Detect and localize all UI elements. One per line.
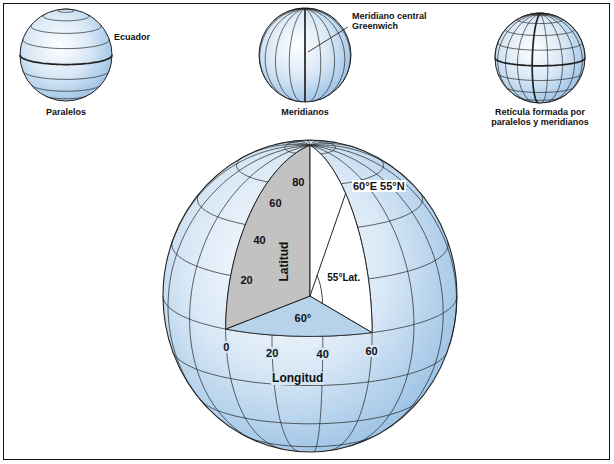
meridian-label: Meridiano central Greenwich xyxy=(352,12,444,32)
globe-outline xyxy=(259,8,351,102)
parallel-line xyxy=(498,43,583,51)
equator-line xyxy=(495,58,585,66)
latitude-number: 60 xyxy=(268,197,282,209)
globe-body xyxy=(20,9,112,101)
longitude-number: 20 xyxy=(265,347,279,359)
meridian-line xyxy=(168,145,310,408)
meridian-line xyxy=(540,14,548,103)
globe-body xyxy=(259,8,351,102)
meridian-line xyxy=(540,14,585,58)
leader-line xyxy=(308,27,348,52)
meridian-line xyxy=(310,145,414,446)
meridian-line xyxy=(540,14,563,103)
meridian-line xyxy=(289,9,305,102)
latitude-plane xyxy=(226,145,310,329)
meridian-line xyxy=(506,14,541,102)
meridian-line xyxy=(518,14,541,103)
longitude-number: 40 xyxy=(316,348,330,360)
meridian-line xyxy=(305,9,350,89)
parallel-line xyxy=(200,400,419,424)
angle-arc xyxy=(317,276,322,304)
parallel-line xyxy=(498,74,582,81)
longitude-number: 0 xyxy=(222,341,230,353)
meridian-line xyxy=(275,9,305,102)
parallel-line xyxy=(23,39,109,49)
meridian-plane xyxy=(310,145,372,332)
globe-outline xyxy=(495,13,585,103)
meridian-line xyxy=(310,145,443,430)
latitude-number: 40 xyxy=(253,234,267,246)
axis-label: Latitud xyxy=(278,240,291,282)
latitude-number: 20 xyxy=(240,274,254,286)
central-meridian xyxy=(304,9,306,102)
longitude-number: 60 xyxy=(365,345,379,357)
parallel-line xyxy=(23,71,109,79)
axis-label: Longitud xyxy=(271,372,324,385)
parallel-line xyxy=(43,14,89,20)
globe-body xyxy=(495,13,585,103)
central-meridian xyxy=(532,14,540,103)
parallel-line xyxy=(32,85,101,91)
parallel-line xyxy=(506,88,574,93)
globe-body xyxy=(163,140,457,452)
globe-outline xyxy=(163,140,457,452)
latitude-number: 80 xyxy=(291,176,305,188)
point-label: 60°E 55°N xyxy=(352,180,406,192)
globe-caption: Retícula formada por paralelos y meridia… xyxy=(478,108,602,128)
angle-label: 60° xyxy=(294,312,313,324)
angle-label: 55°Lat. xyxy=(326,272,361,283)
meridian-line xyxy=(540,14,575,102)
equator-label: Ecuador xyxy=(114,33,150,43)
meridian-line xyxy=(305,9,335,102)
meridian-line xyxy=(305,9,321,102)
frame xyxy=(4,4,610,460)
globe-caption: Meridianos xyxy=(281,108,329,118)
globe-outline xyxy=(20,9,112,101)
globe-group xyxy=(20,8,585,452)
central-meridian xyxy=(226,145,310,449)
parallel-line xyxy=(31,25,101,34)
meridian-line xyxy=(190,145,310,441)
equator-line xyxy=(20,55,112,65)
globe-caption: Paralelos xyxy=(46,108,86,118)
